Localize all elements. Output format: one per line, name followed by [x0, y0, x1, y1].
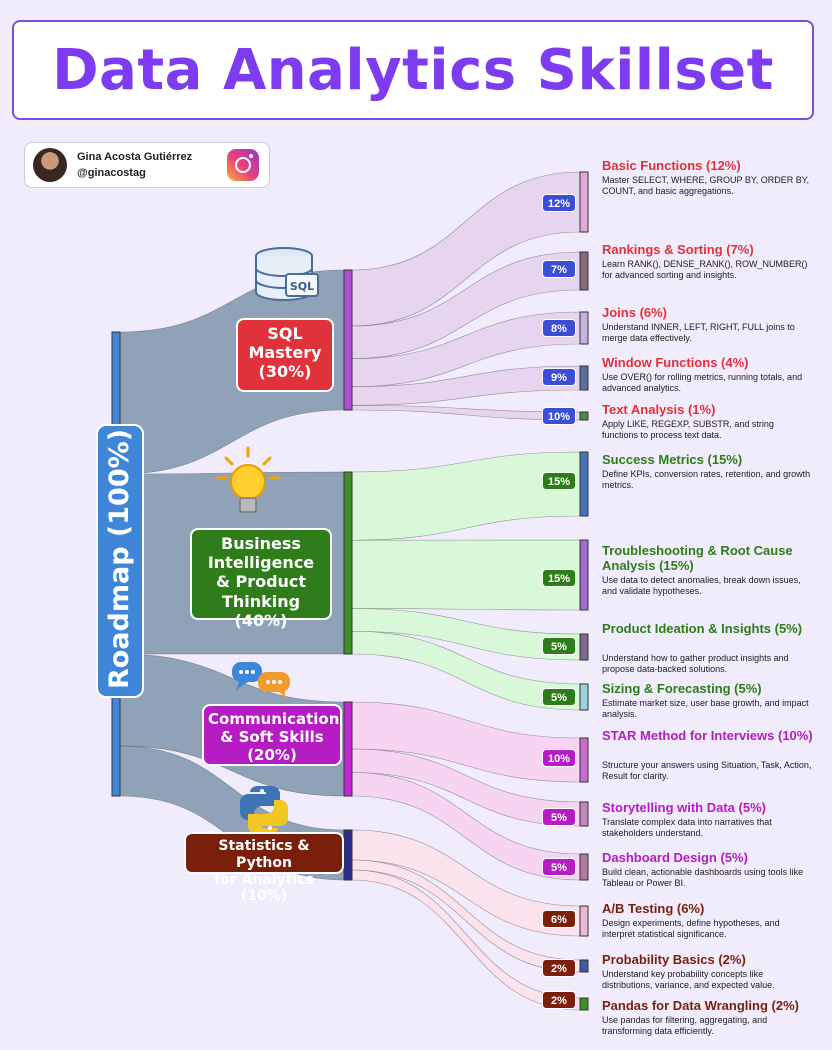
skill-description: Design experiments, define hypotheses, a…	[602, 918, 780, 939]
skill-node-13	[579, 959, 589, 973]
skill-node-4	[579, 411, 589, 421]
skill-percent-badge: 2%	[542, 991, 576, 1009]
sql-database-icon: SQL	[255, 247, 319, 301]
skill-description: Master SELECT, WHERE, GROUP BY, ORDER BY…	[602, 175, 810, 196]
skill-title: STAR Method for Interviews (10%)	[602, 728, 813, 743]
skill-node-1	[579, 251, 589, 291]
skill-percent-badge: 5%	[542, 808, 576, 826]
category-node-bi	[343, 471, 353, 655]
category-label-line: Business	[221, 534, 301, 553]
skill-node-2	[579, 311, 589, 345]
skill-node-10	[579, 801, 589, 827]
skill-description: Understand INNER, LEFT, RIGHT, FULL join…	[602, 322, 795, 343]
skill-node-3	[579, 365, 589, 391]
skill-percent-badge: 15%	[542, 569, 576, 587]
skill-node-11	[579, 853, 589, 881]
roadmap-node-label: Roadmap (100%)	[96, 424, 144, 698]
skill-percent-badge: 7%	[542, 260, 576, 278]
category-label-line: Communication	[208, 710, 340, 728]
title-box: Data Analytics Skillset	[12, 20, 814, 120]
python-icon	[240, 786, 288, 834]
svg-text:SQL: SQL	[290, 280, 314, 293]
skill-title: Rankings & Sorting (7%)	[602, 242, 754, 257]
skill-title: Pandas for Data Wrangling (2%)	[602, 998, 799, 1013]
skill-title: Storytelling with Data (5%)	[602, 800, 766, 815]
skill-description: Structure your answers using Situation, …	[602, 760, 812, 781]
skill-description: Use pandas for filtering, aggregating, a…	[602, 1015, 768, 1036]
skill-description: Build clean, actionable dashboards using…	[602, 867, 804, 888]
skill-title: Basic Functions (12%)	[602, 158, 741, 173]
skill-percent-badge: 9%	[542, 368, 576, 386]
category-label-line: (30%)	[258, 362, 312, 382]
skill-percent-badge: 8%	[542, 319, 576, 337]
instagram-icon[interactable]	[227, 149, 259, 181]
category-label-comm: Communication& Soft Skills(20%)	[202, 704, 342, 766]
category-node-comm	[343, 701, 353, 797]
chat-bubbles-icon	[232, 662, 290, 699]
skill-percent-badge: 5%	[542, 858, 576, 876]
skill-node-12	[579, 905, 589, 937]
skill-percent-badge: 15%	[542, 472, 576, 490]
skill-percent-badge: 5%	[542, 688, 576, 706]
skill-percent-badge: 2%	[542, 959, 576, 977]
skill-title: Joins (6%)	[602, 305, 668, 320]
author-name: Gina Acosta Gutiérrez	[77, 151, 193, 163]
skill-title: Text Analysis (1%)	[602, 402, 716, 417]
category-label-line: Statistics & Python	[218, 838, 310, 871]
icon-layer: SQL	[216, 247, 319, 834]
skill-node-7	[579, 633, 589, 661]
skill-node-5	[579, 451, 589, 517]
skill-percent-badge: 5%	[542, 637, 576, 655]
skill-node-8	[579, 683, 589, 711]
skill-description: Estimate market size, user base growth, …	[602, 698, 809, 719]
skill-description: Learn RANK(), DENSE_RANK(), ROW_NUMBER()…	[602, 259, 808, 280]
category-node-stats	[343, 829, 353, 881]
category-label-line: Mastery	[248, 343, 322, 363]
skill-title: A/B Testing (6%)	[602, 901, 705, 916]
avatar	[33, 148, 67, 182]
skill-title: Window Functions (4%)	[602, 355, 749, 370]
category-label-line: & Product	[215, 572, 307, 592]
skill-description: Apply LIKE, REGEXP, SUBSTR, and string f…	[602, 419, 774, 440]
skill-node-0	[579, 171, 589, 233]
page-title: Data Analytics Skillset	[52, 37, 774, 103]
skill-node-14	[579, 997, 589, 1011]
category-label-line: for Analytics (10%)	[214, 871, 314, 905]
skill-description: Translate complex data into narratives t…	[602, 817, 772, 838]
category-label-line: Intelligence	[207, 553, 315, 573]
category-node-sql	[343, 269, 353, 411]
skill-percent-badge: 6%	[542, 910, 576, 928]
skill-title: Sizing & Forecasting (5%)	[602, 681, 762, 696]
category-label-line: (20%)	[247, 746, 297, 764]
skill-percent-badge: 10%	[542, 749, 576, 767]
category-label-line: Thinking (40%)	[221, 591, 301, 630]
skill-title: Probability Basics (2%)	[602, 952, 746, 967]
skill-title: Product Ideation & Insights (5%)	[602, 621, 803, 636]
skill-description: Use data to detect anomalies, break down…	[602, 575, 801, 596]
skill-description: Understand how to gather product insight…	[602, 653, 789, 674]
category-label-line: & Soft Skills	[220, 728, 324, 746]
skill-percent-badge: 12%	[542, 194, 576, 212]
skill-description: Understand key probability concepts like…	[602, 969, 775, 990]
category-label-line: SQL	[267, 324, 303, 343]
skill-flow-5	[351, 451, 581, 541]
author-handle: @ginacostag	[77, 167, 146, 179]
skill-percent-badge: 10%	[542, 407, 576, 425]
skill-title: Success Metrics (15%)	[602, 452, 743, 467]
roadmap-label-text: Roadmap (100%)	[104, 428, 135, 690]
skill-title: Dashboard Design (5%)	[602, 850, 748, 865]
lightbulb-icon	[216, 446, 280, 513]
skill-node-6	[579, 539, 589, 611]
skill-node-9	[579, 737, 589, 783]
author-card[interactable]: Gina Acosta Gutiérrez @ginacostag	[24, 142, 270, 188]
skill-description: Define KPIs, conversion rates, retention…	[602, 469, 811, 490]
skill-title: Troubleshooting & Root Cause Analysis (1…	[602, 543, 793, 573]
skill-description: Use OVER() for rolling metrics, running …	[602, 372, 803, 393]
